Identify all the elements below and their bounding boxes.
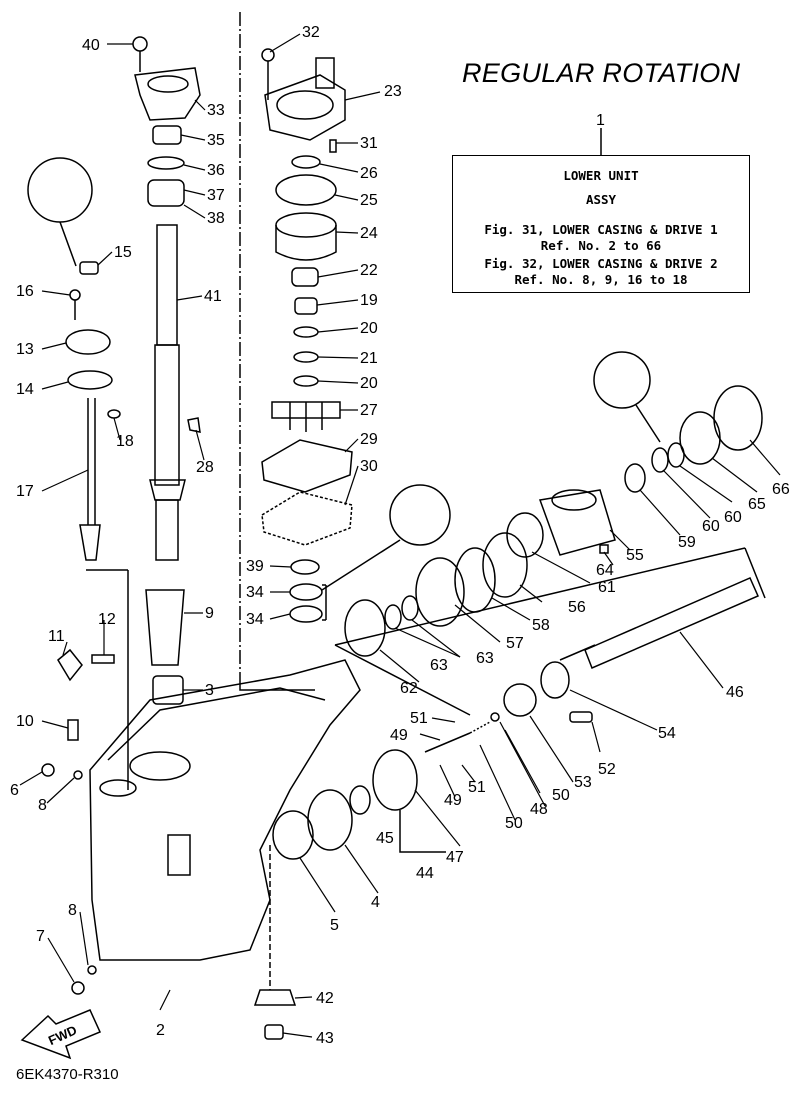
part-label: 32 bbox=[302, 24, 320, 41]
part-label: 40 bbox=[82, 37, 100, 54]
part-label: 48 bbox=[530, 801, 548, 818]
part-label: 60 bbox=[702, 518, 720, 535]
part-label: 2 bbox=[156, 1022, 165, 1039]
part-label: 46 bbox=[726, 684, 744, 701]
part-label: 22 bbox=[360, 262, 378, 279]
drawing-code: 6EK4370-R310 bbox=[16, 1066, 119, 1083]
part-label: 3 bbox=[205, 682, 214, 699]
part-label: 42 bbox=[316, 990, 334, 1007]
part-label: 12 bbox=[98, 611, 116, 628]
ref-box-line-4: Ref. No. 2 to 66 bbox=[540, 238, 662, 253]
part-label: 11 bbox=[48, 628, 65, 645]
fwd-label: FWD bbox=[46, 1022, 79, 1048]
part-label: 8 bbox=[68, 902, 77, 919]
part-label: 44 bbox=[416, 865, 434, 882]
diagram-title: REGULAR ROTATION bbox=[462, 58, 741, 88]
part-label: 50 bbox=[505, 815, 523, 832]
part-label: 61 bbox=[598, 579, 616, 596]
part-label: 60 bbox=[724, 509, 742, 526]
part-label: 13 bbox=[16, 341, 34, 358]
part-label: 59 bbox=[678, 534, 696, 551]
part-label: 51 bbox=[410, 710, 428, 727]
part-label: 41 bbox=[204, 288, 222, 305]
part-label: 49 bbox=[390, 727, 408, 744]
part-label: 37 bbox=[207, 187, 225, 204]
reference-box: LOWER UNIT ASSY Fig. 31, LOWER CASING & … bbox=[452, 155, 750, 293]
part-label: 16 bbox=[16, 283, 34, 300]
part-label: 65 bbox=[748, 496, 766, 513]
part-label: 20 bbox=[360, 320, 378, 337]
part-label: 20 bbox=[360, 375, 378, 392]
ref-box-line-6: Ref. No. 8, 9, 16 to 18 bbox=[514, 272, 688, 287]
part-label: 15 bbox=[114, 244, 132, 261]
part-label: 18 bbox=[116, 433, 134, 450]
part-label: 34 bbox=[246, 611, 264, 628]
part-label: 63 bbox=[430, 657, 448, 674]
part-label: 23 bbox=[384, 83, 402, 100]
part-label: 19 bbox=[360, 292, 378, 309]
part-label: 55 bbox=[626, 547, 644, 564]
ref-box-line-3: Fig. 31, LOWER CASING & DRIVE 1 bbox=[484, 222, 718, 237]
part-label: 62 bbox=[400, 680, 418, 697]
part-label: 27 bbox=[360, 402, 378, 419]
part-label: 39 bbox=[246, 558, 264, 575]
part-label: 24 bbox=[360, 225, 378, 242]
part-label: 33 bbox=[207, 102, 225, 119]
part-label: 57 bbox=[506, 635, 524, 652]
part-label: 54 bbox=[658, 725, 676, 742]
part-label: 63 bbox=[476, 650, 494, 667]
part-label: 64 bbox=[596, 562, 614, 579]
ref-box-line-5: Fig. 32, LOWER CASING & DRIVE 2 bbox=[484, 256, 718, 271]
part-number-labels: 40 32 23 33 35 36 37 38 31 26 25 24 22 1… bbox=[10, 24, 790, 1048]
part-label: 6 bbox=[10, 782, 19, 799]
ref-box-number: 1 bbox=[596, 112, 605, 129]
part-label: 34 bbox=[246, 584, 264, 601]
part-label: 9 bbox=[205, 605, 214, 622]
part-label: 14 bbox=[16, 381, 34, 398]
part-label: 47 bbox=[446, 849, 464, 866]
part-label: 49 bbox=[444, 792, 462, 809]
part-label: 8 bbox=[38, 797, 47, 814]
part-label: 43 bbox=[316, 1030, 334, 1047]
part-label: 51 bbox=[468, 779, 486, 796]
part-label: 30 bbox=[360, 458, 378, 475]
part-label: 25 bbox=[360, 192, 378, 209]
part-label: 38 bbox=[207, 210, 225, 227]
part-label: 53 bbox=[574, 774, 592, 791]
part-label: 26 bbox=[360, 165, 378, 182]
part-label: 29 bbox=[360, 431, 378, 448]
part-label: 10 bbox=[16, 713, 34, 730]
part-label: 66 bbox=[772, 481, 790, 498]
part-label: 31 bbox=[360, 135, 378, 152]
part-label: 35 bbox=[207, 132, 225, 149]
part-label: 17 bbox=[16, 483, 34, 500]
ref-box-line-1: LOWER UNIT bbox=[563, 168, 639, 183]
part-label: 58 bbox=[532, 617, 550, 634]
part-label: 56 bbox=[568, 599, 586, 616]
part-label: 52 bbox=[598, 761, 616, 778]
part-label: 45 bbox=[376, 830, 394, 847]
part-label: 7 bbox=[36, 928, 45, 945]
part-label: 4 bbox=[371, 894, 380, 911]
part-label: 5 bbox=[330, 917, 339, 934]
ref-box-line-2: ASSY bbox=[585, 192, 617, 207]
part-label: 36 bbox=[207, 162, 225, 179]
part-label: 21 bbox=[360, 350, 378, 367]
part-label: 50 bbox=[552, 787, 570, 804]
part-label: 28 bbox=[196, 459, 214, 476]
